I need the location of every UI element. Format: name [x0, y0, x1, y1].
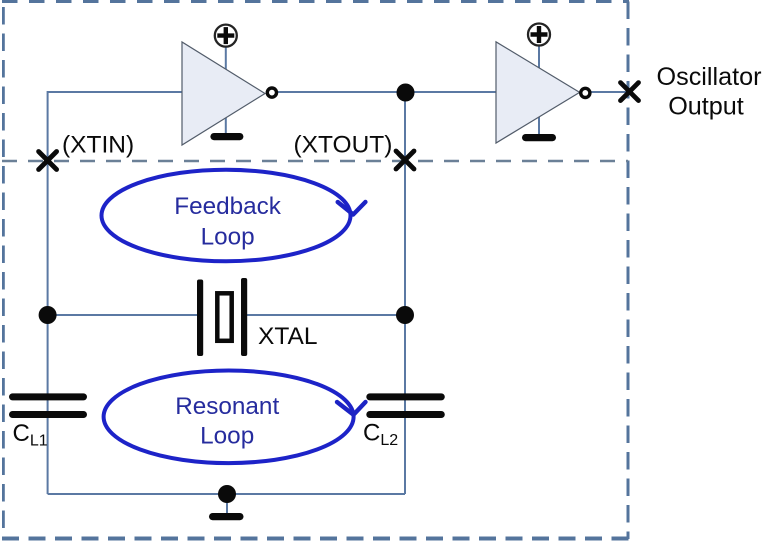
svg-text:Oscillator: Oscillator: [657, 63, 762, 91]
svg-text:XTAL: XTAL: [258, 323, 317, 350]
svg-text:(XTOUT): (XTOUT): [294, 132, 393, 159]
svg-text:Feedback: Feedback: [174, 193, 282, 220]
svg-text:Loop: Loop: [200, 423, 254, 450]
svg-text:(XTIN): (XTIN): [62, 132, 134, 159]
svg-text:Output: Output: [668, 93, 744, 121]
svg-text:Loop: Loop: [201, 224, 255, 251]
svg-text:Resonant: Resonant: [175, 393, 279, 420]
